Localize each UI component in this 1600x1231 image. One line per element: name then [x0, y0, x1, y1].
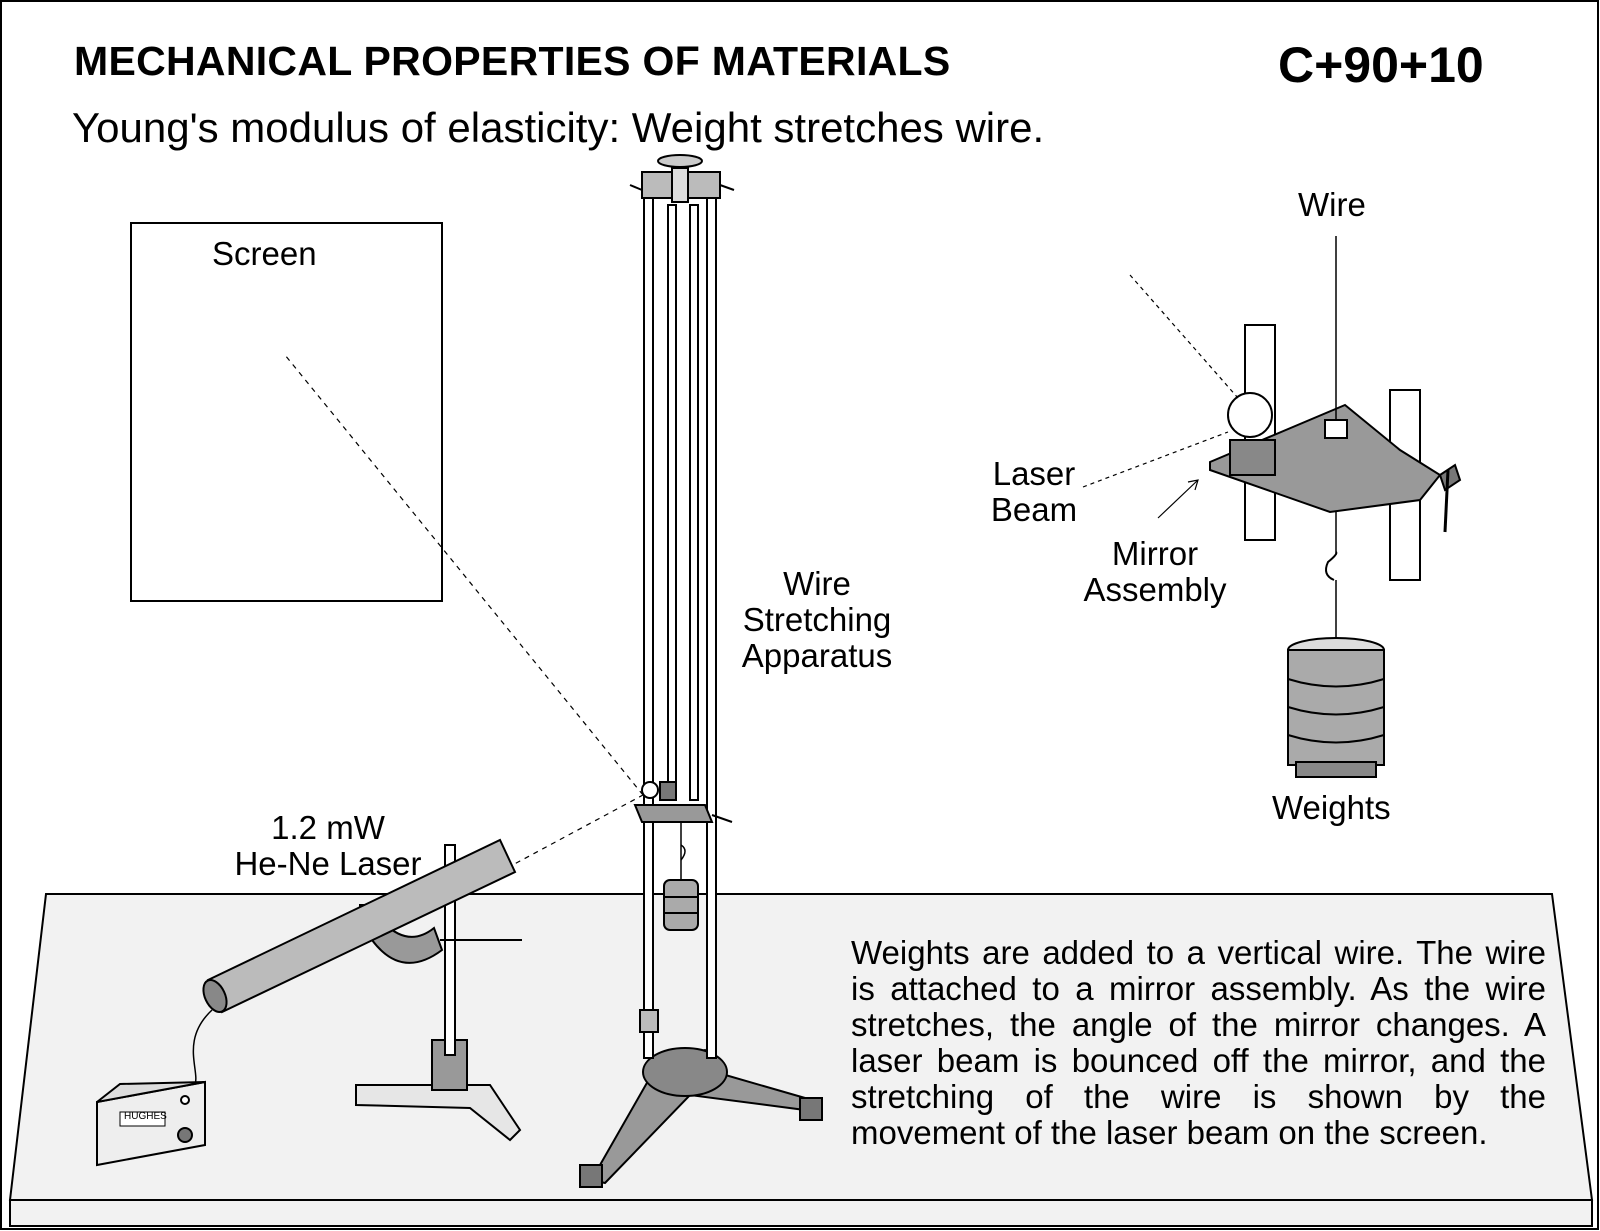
page-subtitle: Young's modulus of elasticity: Weight st…	[72, 104, 1045, 151]
wire-stretching-apparatus	[579, 154, 823, 1188]
laser-assembly	[96, 838, 522, 1167]
mirror-assembly-detail	[1209, 236, 1462, 778]
laser-beam-label: Laser Beam	[990, 455, 1078, 528]
laser-label: 1.2 mW He-Ne Laser	[234, 809, 422, 882]
weights-label: Weights	[1272, 789, 1391, 826]
detail-callouts	[1082, 274, 1239, 519]
projection-screen	[130, 222, 443, 602]
screen-label: Screen	[212, 235, 317, 272]
table-top	[8, 893, 1594, 1227]
apparatus-label: Wire Stretching Apparatus	[741, 565, 893, 674]
experiment-code: C+90+10	[1278, 37, 1484, 93]
description-text: Weights are added to a vertical wire. Th…	[851, 934, 1546, 1151]
page-title: MECHANICAL PROPERTIES OF MATERIALS	[74, 38, 951, 84]
power-supply-brand: HUGHES	[124, 1111, 167, 1122]
laser-beam-path	[284, 354, 644, 869]
wire-label: Wire	[1298, 186, 1366, 223]
mirror-assembly-label: Mirror Assembly	[1083, 535, 1227, 608]
